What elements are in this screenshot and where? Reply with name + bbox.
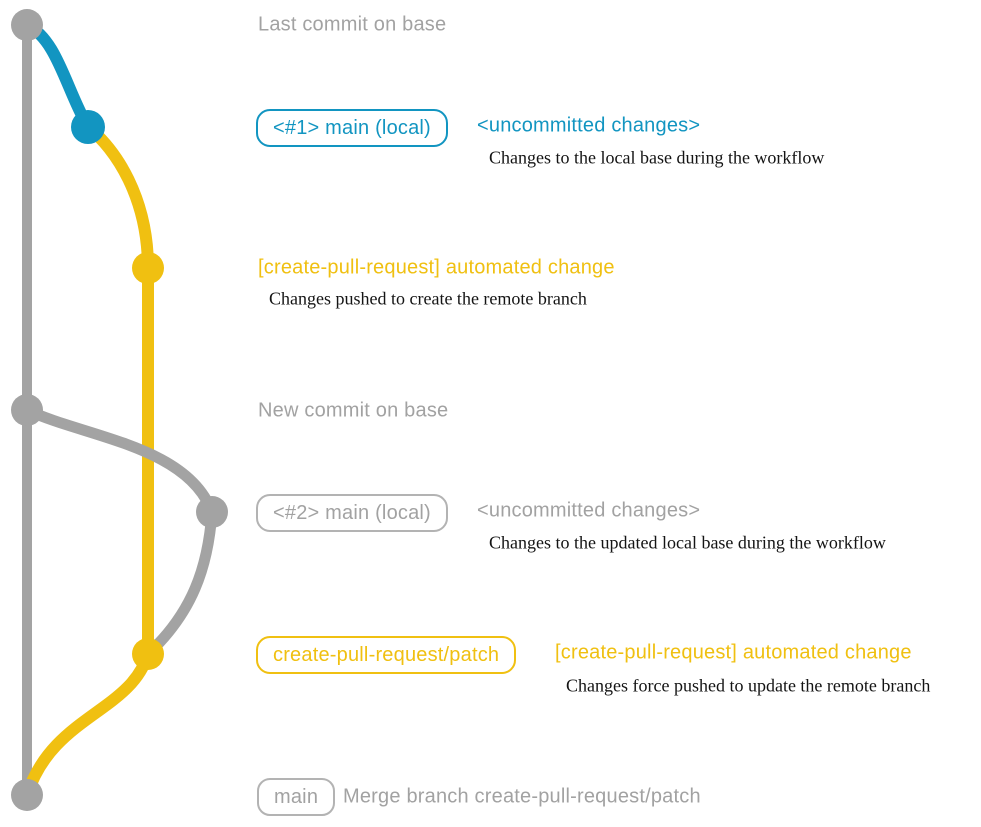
branch-label-main: main bbox=[257, 778, 336, 816]
edge-base-to-main-local-1 bbox=[21, 19, 94, 133]
commit-message-uncommitted-1: <uncommitted changes> bbox=[477, 114, 701, 137]
edge-main-local-2-to-patch-2 bbox=[142, 506, 218, 660]
commit-dot-new-base bbox=[11, 394, 43, 426]
commit-dot-last-base bbox=[11, 9, 43, 41]
git-graph bbox=[11, 9, 228, 811]
commit-dot-main-local-1 bbox=[71, 110, 105, 144]
branch-label-main-local-2: <#2> main (local) bbox=[256, 494, 448, 532]
commit-dot-patch-1 bbox=[132, 252, 164, 284]
branch-label-create-pull-request-patch: create-pull-request/patch bbox=[256, 636, 517, 674]
heading-new-commit-on-base: New commit on base bbox=[258, 399, 449, 422]
edge-patch-2-to-merge bbox=[21, 648, 154, 801]
commit-message-automated-change-2: [create-pull-request] automated change bbox=[555, 641, 912, 664]
commit-message-uncommitted-2: <uncommitted changes> bbox=[477, 499, 701, 522]
edge-main-local-1-to-patch-1 bbox=[82, 121, 154, 274]
caption-force-push-update-branch: Changes force pushed to update the remot… bbox=[566, 675, 931, 696]
caption-local-base-changes: Changes to the local base during the wor… bbox=[489, 147, 825, 168]
branch-label-main-local-1: <#1> main (local) bbox=[256, 109, 448, 147]
caption-updated-local-base-changes: Changes to the updated local base during… bbox=[489, 532, 886, 553]
heading-last-commit-on-base: Last commit on base bbox=[258, 13, 447, 36]
caption-push-create-branch: Changes pushed to create the remote bran… bbox=[269, 288, 587, 309]
commit-message-automated-change-1: [create-pull-request] automated change bbox=[258, 256, 615, 279]
commit-dot-merge bbox=[11, 779, 43, 811]
edge-base-to-main-local-2 bbox=[21, 404, 218, 518]
commit-message-merge-branch: Merge branch create-pull-request/patch bbox=[343, 785, 701, 808]
commit-dot-main-local-2 bbox=[196, 496, 228, 528]
commit-dot-patch-2 bbox=[132, 638, 164, 670]
